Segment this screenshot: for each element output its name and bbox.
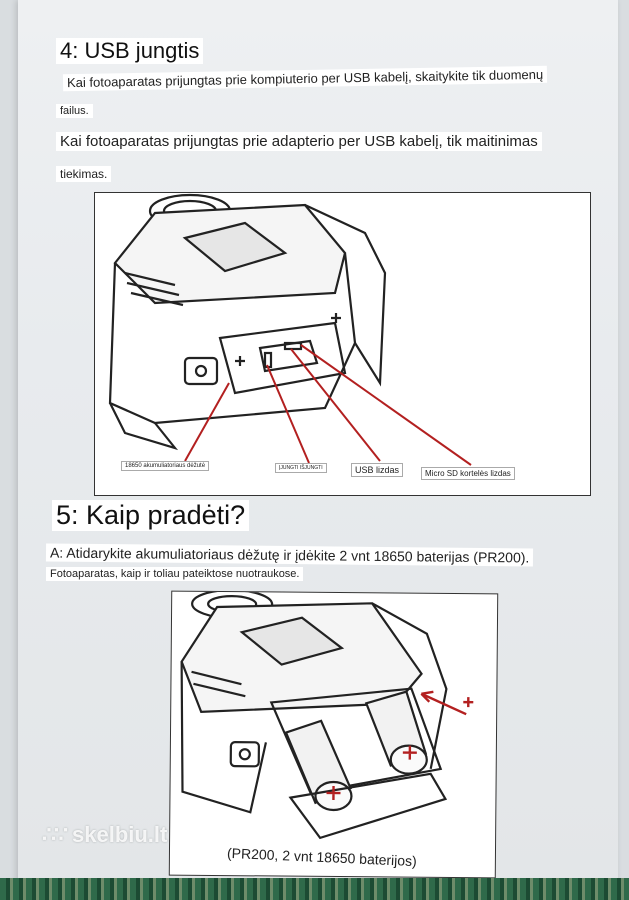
manual-page: 4: USB jungtis Kai fotoaparatas prijungt… — [18, 0, 618, 885]
battery-insertion-illustration — [168, 590, 499, 879]
battery-insertion-drawing — [180, 591, 474, 840]
label-sd-slot: Micro SD kortelės lizdas — [421, 467, 515, 480]
label-power-switch: ĮJUNGTI IŠJUNGTI — [275, 463, 327, 473]
section-5-heading: 5: Kaip pradėti? — [52, 500, 250, 531]
label-battery-box: 18650 akumuliatoriaus dėžutė — [121, 461, 210, 471]
label-usb-port: USB lizdas — [351, 463, 404, 477]
watermark-text: skelbiu.lt — [72, 822, 168, 847]
section-4-heading: 4: USB jungtis — [56, 38, 204, 64]
usb-paragraph-2: Kai fotoaparatas prijungtas prie adapter… — [56, 132, 542, 151]
background-carpet — [0, 878, 629, 900]
photo-note: Fotoaparatas, kaip ir toliau pateiktose … — [46, 567, 304, 581]
usb-paragraph-2-continued: tiekimas. — [56, 166, 112, 182]
step-a-instruction: A: Atidarykite akumuliatoriaus dėžutę ir… — [45, 543, 534, 567]
usb-paragraph-1: Kai fotoaparatas prijungtas prie kompiut… — [62, 65, 548, 92]
camera-ports-illustration: 18650 akumuliatoriaus dėžutė ĮJUNGTI IŠJ… — [94, 192, 591, 496]
usb-paragraph-1-continued: failus. — [56, 104, 93, 118]
watermark-dots-icon: ∴∵ — [42, 822, 68, 847]
camera-ports-drawing — [108, 193, 472, 466]
skelbiu-watermark: ∴∵skelbiu.lt — [42, 822, 167, 848]
